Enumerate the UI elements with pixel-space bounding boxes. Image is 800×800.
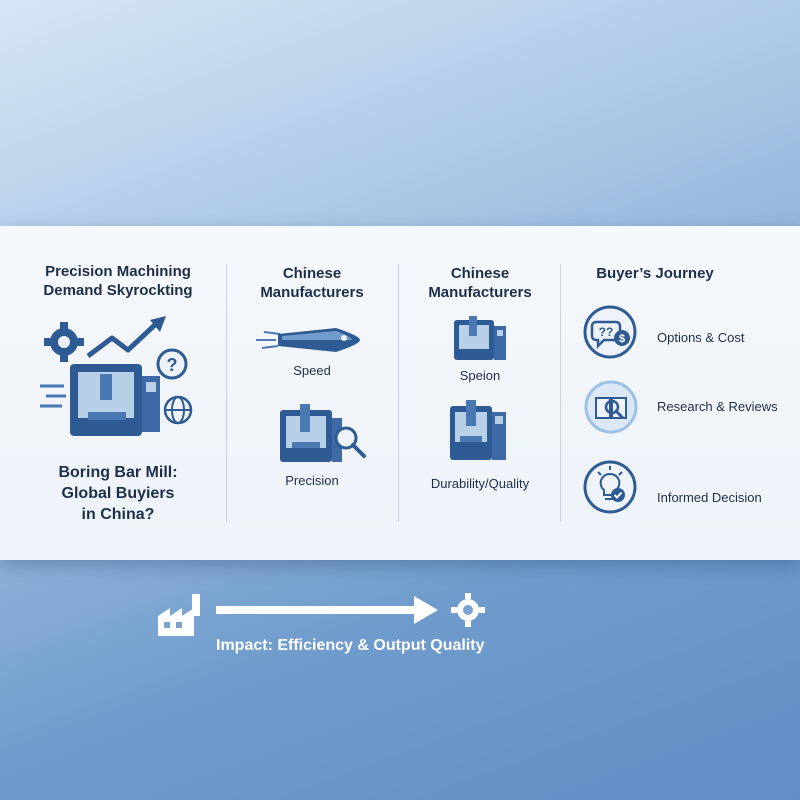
col2-title-line2: Manufacturers xyxy=(260,284,364,301)
col1-title: Precision Machining Demand Skyrockting xyxy=(28,262,208,300)
journey-step-research-reviews: Research & Reviews xyxy=(657,399,778,414)
cnc-durability-icon xyxy=(450,400,506,460)
speed-label: Speed xyxy=(293,363,331,378)
column-divider xyxy=(560,264,561,522)
gear-icon xyxy=(451,593,485,627)
col2-title: Chinese Manufacturers xyxy=(232,264,392,302)
svg-text:??: ?? xyxy=(599,325,614,339)
impact-text: Impact: Efficiency & Output Quality xyxy=(216,637,485,654)
globe-icon xyxy=(163,395,193,425)
gear-icon xyxy=(44,322,84,362)
durability-quality-label: Durability/Quality xyxy=(430,476,530,491)
svg-text:?: ? xyxy=(167,355,178,375)
rocket-speed-icon xyxy=(256,328,360,352)
main-panel: Precision Machining Demand Skyrockting ? xyxy=(0,226,800,560)
question-dollar-icon: ?? $ xyxy=(583,305,637,359)
journey-step-informed-decision: Informed Decision xyxy=(657,490,762,505)
arrow-right-icon xyxy=(216,596,438,624)
col1-subtitle: Boring Bar Mill: Global Buyiers in China… xyxy=(28,462,208,525)
col1-subtitle-line2: Global Buyiers xyxy=(61,485,175,502)
col3-title-line1: Chinese xyxy=(450,265,510,282)
svg-text:$: $ xyxy=(619,333,625,345)
col1-subtitle-line3: in China? xyxy=(81,506,155,523)
book-magnifier-icon xyxy=(584,380,638,434)
lightbulb-check-icon xyxy=(583,460,637,514)
precision-label: Precision xyxy=(285,473,339,488)
col2-title-line1: Chinese xyxy=(282,265,342,282)
cnc-precision-icon xyxy=(280,404,366,462)
column-divider xyxy=(398,264,399,522)
speion-label: Speion xyxy=(459,368,501,383)
col1-title-line1: Precision Machining xyxy=(45,263,191,280)
col1-title-line2: Demand Skyrockting xyxy=(43,282,193,299)
magnifier-icon xyxy=(334,426,366,458)
cnc-machine-icon xyxy=(454,316,506,360)
column-divider xyxy=(226,264,227,522)
impact-flow-graphic xyxy=(158,593,485,636)
buyers-journey-title: Buyer’s Journey xyxy=(596,265,714,282)
cnc-growth-illustration: ? xyxy=(40,316,193,436)
col3-title: Chinese Manufacturers xyxy=(400,264,560,302)
col1-subtitle-line1: Boring Bar Mill: xyxy=(58,464,178,481)
col3-title-line2: Manufacturers xyxy=(428,284,532,301)
journey-step-options-cost: Options & Cost xyxy=(657,330,745,345)
factory-icon xyxy=(158,594,200,636)
